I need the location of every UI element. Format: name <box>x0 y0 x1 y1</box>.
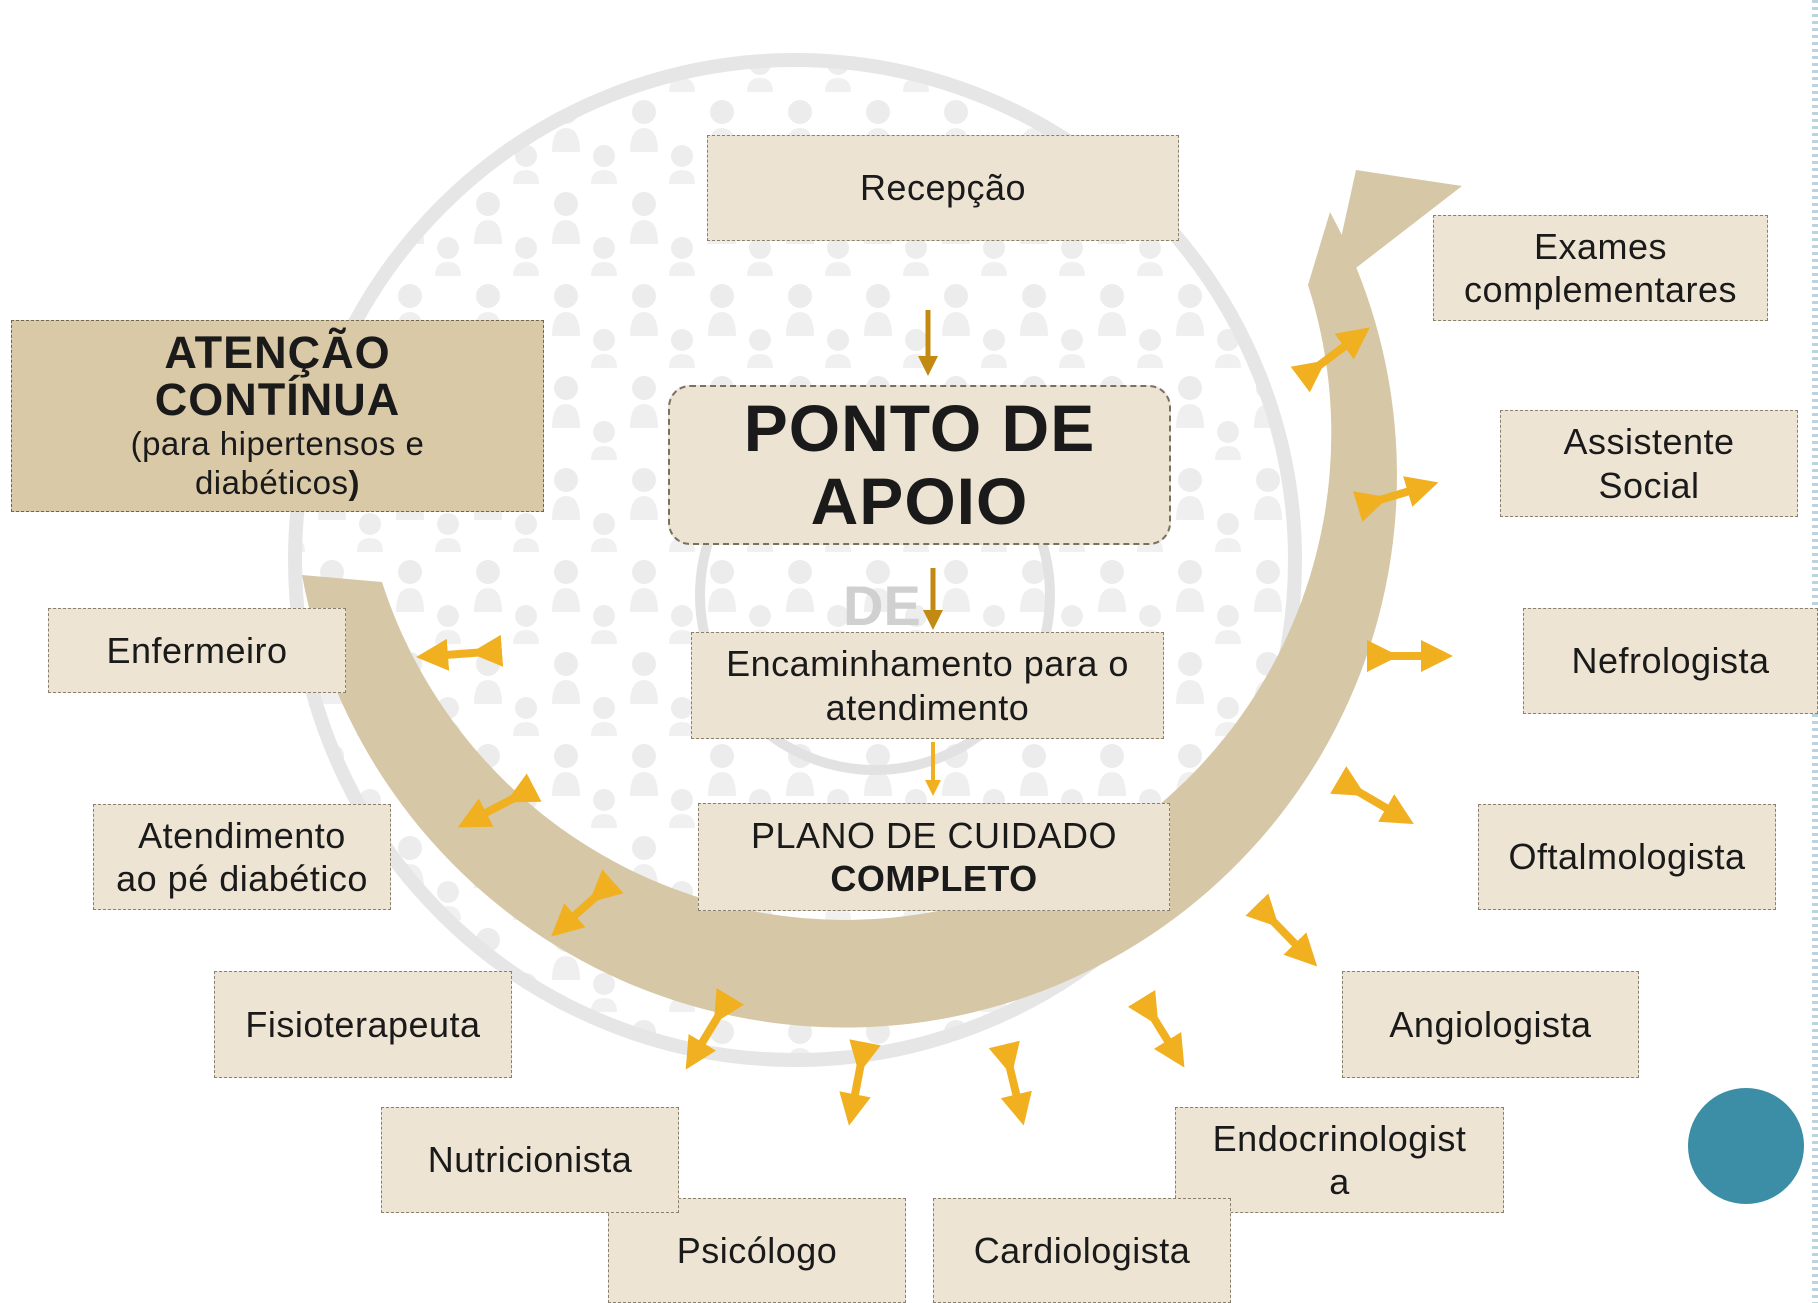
double-arrow-endocrinologista <box>1127 989 1185 1068</box>
service-box-fisioterapeuta: Fisioterapeuta <box>214 971 512 1078</box>
fisioterapeuta-label: Fisioterapeuta <box>245 1003 481 1045</box>
continuous-care-title-2: CONTÍNUA <box>154 374 401 426</box>
angiologista-label: Angiologista <box>1389 1003 1592 1045</box>
assistente-line-2: Social <box>1598 464 1700 506</box>
service-box-assistente-social: Assistente Social <box>1500 410 1798 517</box>
referral-box: Encaminhamento para o atendimento <box>691 632 1164 739</box>
service-box-nefrologista: Nefrologista <box>1523 608 1818 714</box>
reception-box: Recepção <box>707 135 1179 241</box>
pe-diabetico-line-1: Atendimento <box>138 814 346 856</box>
reception-label: Recepção <box>859 167 1027 209</box>
outer-ring <box>288 53 1302 1067</box>
continuous-care-subtitle-1: (para hipertensos e <box>130 424 425 462</box>
service-box-pe-diabetico: Atendimento ao pé diabético <box>93 804 391 910</box>
continuous-care-subtitle-2: diabéticos) <box>195 463 360 503</box>
exames-line-1: Exames <box>1533 225 1668 267</box>
nefrologista-label: Nefrologista <box>1571 640 1770 682</box>
double-arrow-oftalmologista <box>1330 766 1414 825</box>
double-arrow-exames <box>1290 327 1370 393</box>
double-arrow-fisioterapeuta <box>551 869 624 937</box>
referral-line-2: atendimento <box>825 686 1030 728</box>
accent-circle <box>1688 1088 1804 1204</box>
double-arrow-pe-diabetico <box>457 773 542 828</box>
service-box-enfermeiro: Enfermeiro <box>48 608 346 693</box>
service-box-angiologista: Angiologista <box>1342 971 1639 1078</box>
service-box-nutricionista: Nutricionista <box>381 1107 679 1213</box>
exames-line-2: complementares <box>1463 269 1738 310</box>
endocrinologista-line-2: a <box>1329 1161 1350 1202</box>
enfermeiro-label: Enfermeiro <box>106 629 288 671</box>
continuous-care-subtitle-word: diabéticos <box>194 464 349 502</box>
double-arrow-assistente <box>1353 476 1439 522</box>
hub-line-1: PONTO DE <box>743 391 1096 466</box>
referral-line-1: Encaminhamento para o <box>726 643 1129 685</box>
double-arrow-psicologo <box>839 1039 881 1126</box>
hub-box: PONTO DE APOIO <box>668 385 1171 545</box>
endocrinologista-line-1: Endocrinologist <box>1212 1117 1467 1159</box>
care-plan-box: PLANO DE CUIDADO COMPLETO <box>698 803 1170 911</box>
service-box-exames: Exames complementares <box>1433 215 1768 321</box>
double-arrow-nutricionista <box>685 988 744 1070</box>
cardiologista-label: Cardiologista <box>973 1229 1191 1271</box>
watermark-text: DE <box>843 574 921 637</box>
cycle-arrowhead <box>1330 170 1462 288</box>
care-plan-line-2: COMPLETO <box>830 858 1038 899</box>
double-arrow-enfermeiro <box>416 634 504 671</box>
oftalmologista-label: Oftalmologista <box>1508 836 1746 878</box>
nutricionista-label: Nutricionista <box>427 1139 633 1181</box>
double-arrow-angiologista <box>1245 893 1318 967</box>
service-box-psicologo: Psicólogo <box>608 1198 906 1303</box>
continuous-care-subtitle-paren: ) <box>348 464 361 502</box>
service-box-oftalmologista: Oftalmologista <box>1478 804 1776 910</box>
continuous-care-title-1: ATENÇÃO <box>164 327 391 379</box>
double-arrow-cardiologista <box>988 1040 1032 1126</box>
care-plan-line-1: PLANO DE CUIDADO <box>750 814 1118 856</box>
continuous-care-box: ATENÇÃO CONTÍNUA (para hipertensos e dia… <box>11 320 544 512</box>
service-box-endocrinologista: Endocrinologist a <box>1175 1107 1504 1213</box>
hub-line-2: APOIO <box>810 464 1029 538</box>
service-box-cardiologista: Cardiologista <box>933 1198 1231 1303</box>
assistente-line-1: Assistente <box>1563 421 1735 463</box>
pe-diabetico-line-2: ao pé diabético <box>116 858 368 899</box>
psicologo-label: Psicólogo <box>676 1229 838 1271</box>
